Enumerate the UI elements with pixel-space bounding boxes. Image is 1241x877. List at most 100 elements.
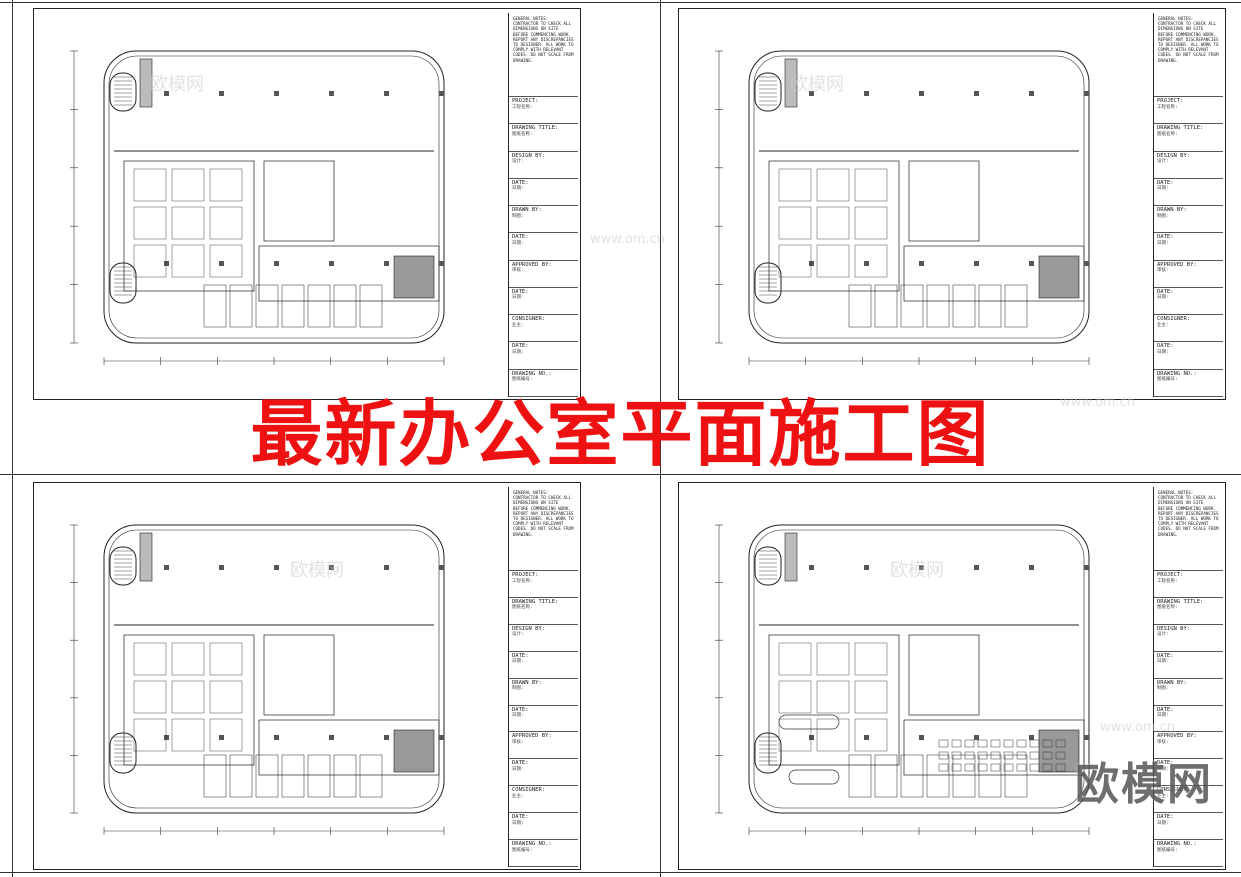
hatched-shaft (1038, 729, 1080, 773)
room-partition (978, 754, 1002, 798)
workstation-desk (1016, 763, 1027, 772)
title-block-label: DATE: (512, 179, 529, 186)
watermark: www.om.cn (590, 232, 665, 247)
title-block-label: DRAWING TITLE: (512, 598, 559, 605)
title-block-value: 图纸编号: (1157, 847, 1178, 853)
room-partition (778, 244, 812, 278)
title-block-label: DRAWING NO.: (512, 841, 552, 848)
structural-column (439, 565, 444, 570)
general-notes: GENERAL NOTES: CONTRACTOR TO CHECK ALL D… (1154, 487, 1223, 571)
title-block-value: 审核: (512, 268, 524, 274)
title-block-label: PROJECT: (512, 572, 539, 578)
structural-column (864, 735, 869, 740)
title-block-value: 日期: (512, 186, 524, 192)
title-block-label: CONSIGNER: (512, 316, 546, 323)
stair-core (754, 72, 782, 112)
title-block-label: DATE: (1157, 343, 1174, 350)
room-partition (171, 168, 205, 202)
title-block-value: 日期: (512, 766, 524, 772)
title-block-row: DATE:日期: (509, 706, 578, 733)
title-block-value: 日期: (512, 713, 524, 719)
brand-logo: 欧模网 (1075, 759, 1213, 810)
room-partition (952, 284, 976, 328)
structural-column (1084, 565, 1089, 570)
room-partition (229, 284, 253, 328)
structural-column (219, 261, 224, 266)
title-block-value: 设计: (512, 159, 524, 165)
structural-column (329, 565, 334, 570)
workstation-desk (938, 739, 949, 748)
core-area (123, 160, 255, 292)
structural-column (329, 261, 334, 266)
room-partition (307, 284, 331, 328)
structural-column (809, 91, 814, 96)
title-block-row: DRAWN BY:制图: (509, 679, 578, 706)
title-block-label: DRAWING TITLE: (1157, 598, 1204, 605)
title-block: GENERAL NOTES: CONTRACTOR TO CHECK ALL D… (508, 13, 578, 397)
title-block-row: DATE:日期: (509, 342, 578, 370)
room-partition (854, 206, 888, 240)
room-partition (281, 754, 305, 798)
title-block-row: DATE:日期: (509, 179, 578, 207)
title-block-value: 图纸编号: (512, 847, 533, 853)
hatched-shaft (784, 58, 798, 108)
title-block-row: DATE:日期: (1154, 233, 1223, 261)
floor-plan (715, 524, 1090, 835)
title-block-value: 制图: (512, 213, 524, 219)
title-block-row: DESIGN BY:设计: (1154, 625, 1223, 652)
workstation-desk (951, 751, 962, 760)
title-block-row: DRAWN BY:制图: (1154, 206, 1223, 234)
room-partition (229, 754, 253, 798)
frame-left-line (12, 0, 13, 877)
structural-column (1084, 735, 1089, 740)
structural-column (274, 261, 279, 266)
title-block-row: DESIGN BY:设计: (509, 152, 578, 179)
title-block-label: DESIGN BY: (512, 152, 546, 159)
structural-column (439, 91, 444, 96)
room-partition (133, 718, 167, 752)
title-block-row: APPROVED BY:审核: (509, 261, 578, 288)
room-partition (209, 244, 243, 278)
structural-column (919, 261, 924, 266)
drawing-sheet-top-left: GENERAL NOTES: CONTRACTOR TO CHECK ALL D… (33, 8, 581, 400)
structural-column (219, 735, 224, 740)
title-block-row: DATE:日期: (1154, 706, 1223, 733)
structural-column (164, 91, 169, 96)
title-block-row: DATE:日期: (509, 652, 578, 679)
title-block-value: 设计: (1157, 632, 1169, 638)
general-notes: GENERAL NOTES: CONTRACTOR TO CHECK ALL D… (1154, 13, 1223, 97)
structural-column (1029, 565, 1034, 570)
office-zone (258, 719, 440, 776)
structural-column (164, 565, 169, 570)
title-block-value: 日期: (1157, 240, 1169, 246)
room-partition (900, 754, 924, 798)
hatched-shaft (393, 255, 435, 299)
room-partition (952, 754, 976, 798)
page-headline: 最新办公室平面施工图 (250, 392, 991, 476)
structural-column (1084, 261, 1089, 266)
room-partition (133, 244, 167, 278)
room-partition (816, 642, 850, 676)
title-block-label: DRAWING TITLE: (512, 125, 559, 132)
title-block-row: DRAWING TITLE:图纸名称: (509, 124, 578, 152)
structural-column (809, 261, 814, 266)
title-block-label: DATE: (512, 234, 529, 241)
room-partition (874, 754, 898, 798)
conference-table (778, 714, 840, 730)
workstation-desk (1042, 739, 1053, 748)
structural-column (974, 565, 979, 570)
room-partition (133, 642, 167, 676)
hatched-shaft (139, 58, 153, 108)
workstation-desk (964, 751, 975, 760)
title-block-value: 工程名称: (512, 578, 533, 584)
room-partition (816, 680, 850, 714)
watermark: www.om.cn (1060, 395, 1135, 410)
watermark: 欧模网 (290, 560, 344, 581)
workstation-desk (951, 763, 962, 772)
title-block-value: 设计: (1157, 159, 1169, 165)
title-block: GENERAL NOTES: CONTRACTOR TO CHECK ALL D… (508, 487, 578, 867)
stair-core (754, 546, 782, 586)
stair-core (754, 262, 782, 304)
title-block-row: APPROVED BY:审核: (509, 732, 578, 760)
stair-core (109, 732, 137, 774)
